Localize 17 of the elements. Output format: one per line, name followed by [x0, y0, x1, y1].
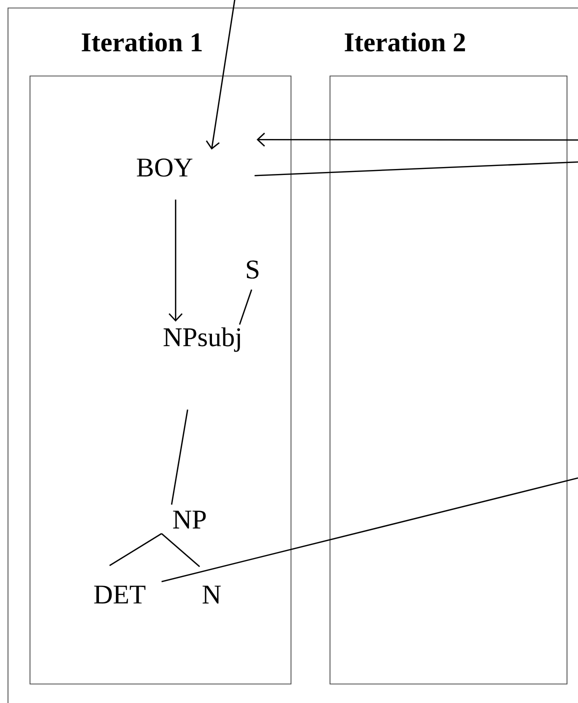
tree-label: S [246, 260, 258, 279]
arrow [256, 132, 578, 147]
tree-label: N [202, 586, 221, 604]
tree-label: NPsubj [164, 327, 240, 352]
panel-title: Iteration 1 [82, 32, 202, 52]
panel-title: Iteration 2 [344, 32, 465, 52]
connector-line [109, 533, 162, 566]
connector-line [170, 410, 188, 505]
tree-label: NP [173, 510, 206, 528]
connector-line [238, 289, 252, 325]
word-label: BOY [136, 158, 192, 177]
arrow [168, 200, 183, 322]
connector-line [254, 161, 578, 176]
arrow [206, 0, 236, 150]
connector-line [161, 533, 200, 568]
tree-label: DET [94, 586, 146, 604]
connector-line [161, 477, 578, 582]
